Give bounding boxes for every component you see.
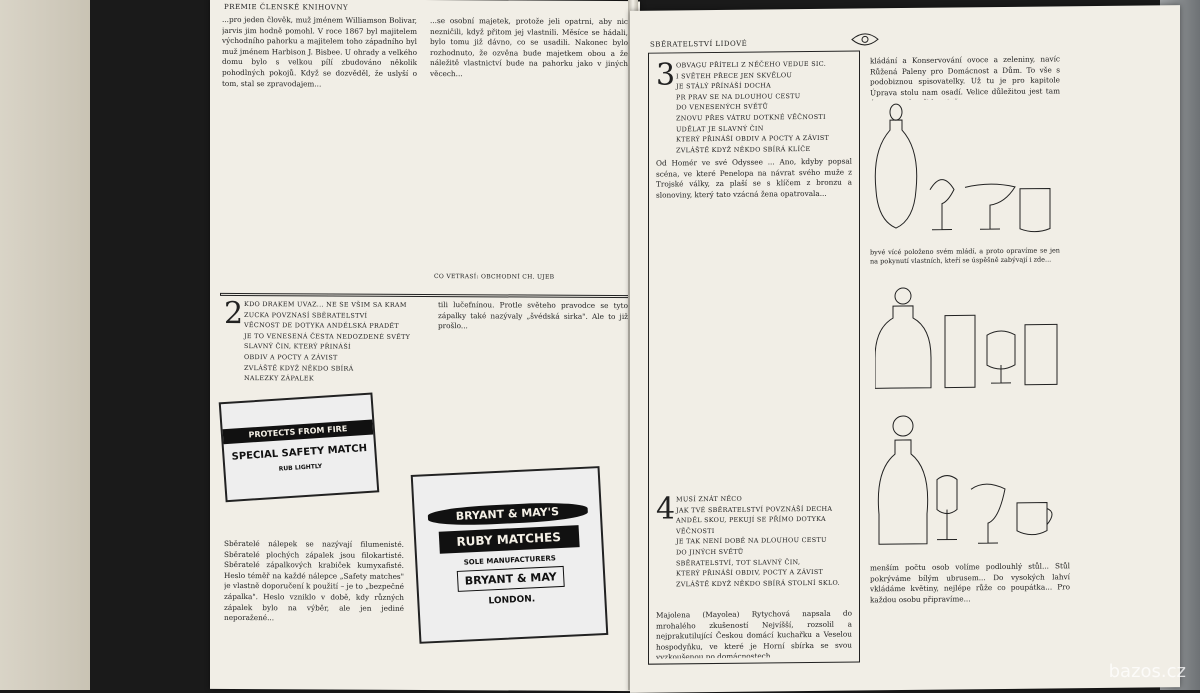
illustration-caption: byvé vícé položeno svém mládí, a proto o… xyxy=(870,246,1060,278)
paragraph: Majolena (Mayolea) Rytychová napsala do … xyxy=(656,608,852,659)
right-page: SBĚRATELSTVÍ LIDOVÉ 3 OBVAGU PŘÍTELI Z N… xyxy=(630,5,1180,693)
matchbox-city: LONDON. xyxy=(488,594,536,607)
paragraph: tili lučefnínou. Protle světeho pravodce… xyxy=(438,300,628,331)
matchbox-band: PROTECTS FROM FIRE xyxy=(222,419,374,444)
paragraph: ...pro jeden člověk, muž jménem Williams… xyxy=(222,14,417,89)
glassware-illustration xyxy=(877,415,1053,545)
caps-line: VĚCNOST DE DOTYKA ANDĚLSKÁ PRADĚT xyxy=(244,321,399,331)
section-intro: MUSÍ ZNÁT NĚCO JAK TVÉ SBĚRATELSTVÍ POVZ… xyxy=(676,493,856,590)
text-column: ...se osobní majetek, protože jeli opatr… xyxy=(430,16,628,279)
matchbox-maker: BRYANT & MAY xyxy=(457,565,565,592)
text-column: tili lučefnínou. Protle světeho pravodce… xyxy=(438,300,628,461)
left-page: PREMIE ČLENSKÉ KNIHOVNY ...pro jeden člo… xyxy=(210,0,640,692)
matchbox-side: RUB LIGHTLY xyxy=(278,462,323,473)
page-header: PREMIE ČLENSKÉ KNIHOVNY xyxy=(224,2,349,12)
paragraph: ...se osobní majetek, protože jeli opatr… xyxy=(430,16,628,79)
text-column: kládání a Konservování ovoce a zeleniny,… xyxy=(870,54,1060,100)
book-cover-edge xyxy=(0,0,90,690)
matchbox-illustration: PROTECTS FROM FIRE SPECIAL SAFETY MATCH … xyxy=(218,392,380,503)
divider xyxy=(220,292,634,299)
ornament-icon xyxy=(851,33,879,46)
text-column: ...pro jeden člověk, muž jménem Williams… xyxy=(222,15,417,286)
paragraph: byvé vícé položeno svém mládí, a proto o… xyxy=(870,246,1060,266)
page-header: SBĚRATELSTVÍ LIDOVÉ xyxy=(650,39,748,49)
caps-line: ZVLÁŠTĚ KDYŽ NĚKDO SBÍRÁ KLÍČE xyxy=(676,144,811,155)
section-intro: OBVAGU PŘÍTELI Z NĚČEHO VEDUE SIC. I SVĚ… xyxy=(676,59,856,156)
caps-line: KDO DRAKEM UVAZ... NE SE VŠIM SA KRAM xyxy=(244,300,407,309)
matchbox-label: SPECIAL SAFETY MATCH xyxy=(231,442,368,463)
caps-line: OBDIV A POCTY A ZÁVIST xyxy=(244,353,338,362)
paragraph: Sběratelé nálepek se nazývají filumenist… xyxy=(224,538,404,623)
footnote: CO VETRASÍ: OBCHODNÍ CH. UJEB xyxy=(434,273,555,281)
section-number: 3 xyxy=(656,57,676,93)
caps-line: ANDĚL SKOU, PEKUJÍ SE PŘÍMO DOTYKA VĚČNO… xyxy=(676,515,826,536)
watermark: bazos.cz xyxy=(1108,661,1186,682)
matchbox-top-label: BRYANT & MAY'S xyxy=(426,500,588,528)
caps-line: NALEZKY ZÁPALEK xyxy=(244,374,314,383)
caps-line: KTERÝ PŘINÁŠÍ OBDIV A POCTY A ZÁVIST xyxy=(676,133,830,144)
paragraph: kládání a Konservování ovoce a zeleniny,… xyxy=(870,54,1060,100)
matchbox-illustration: BRYANT & MAY'S RUBY MATCHES SOLE MANUFAC… xyxy=(410,466,609,644)
paragraph: Od Homér ve své Odyssee ... Ano, kdyby p… xyxy=(656,156,852,200)
matchbox-sole: SOLE MANUFACTURERS xyxy=(463,554,557,567)
section-number: 2 xyxy=(224,295,244,332)
section-intro: KDO DRAKEM UVAZ... NE SE VŠIM SA KRAM ZU… xyxy=(244,299,424,385)
caption-column: Sběratelé nálepek se nazývají filumenist… xyxy=(224,539,404,688)
text-column: menším počtu osob volíme podlouhlý stůl.… xyxy=(870,561,1070,685)
text-column: Od Homér ve své Odyssee ... Ano, kdyby p… xyxy=(656,157,852,489)
section-number: 4 xyxy=(656,491,676,527)
caps-line: ZVLÁŠTĚ KDYŽ NĚKDO SBÍRÁ STOLNÍ SKLO. xyxy=(676,578,840,589)
paragraph: menším počtu osob volíme podlouhlý stůl.… xyxy=(870,561,1070,605)
text-column: Majolena (Mayolea) Rytychová napsala do … xyxy=(656,609,852,659)
glassware-illustration xyxy=(874,103,1051,233)
matchbox-brand: RUBY MATCHES xyxy=(438,525,580,554)
glassware-illustration xyxy=(875,287,1058,389)
